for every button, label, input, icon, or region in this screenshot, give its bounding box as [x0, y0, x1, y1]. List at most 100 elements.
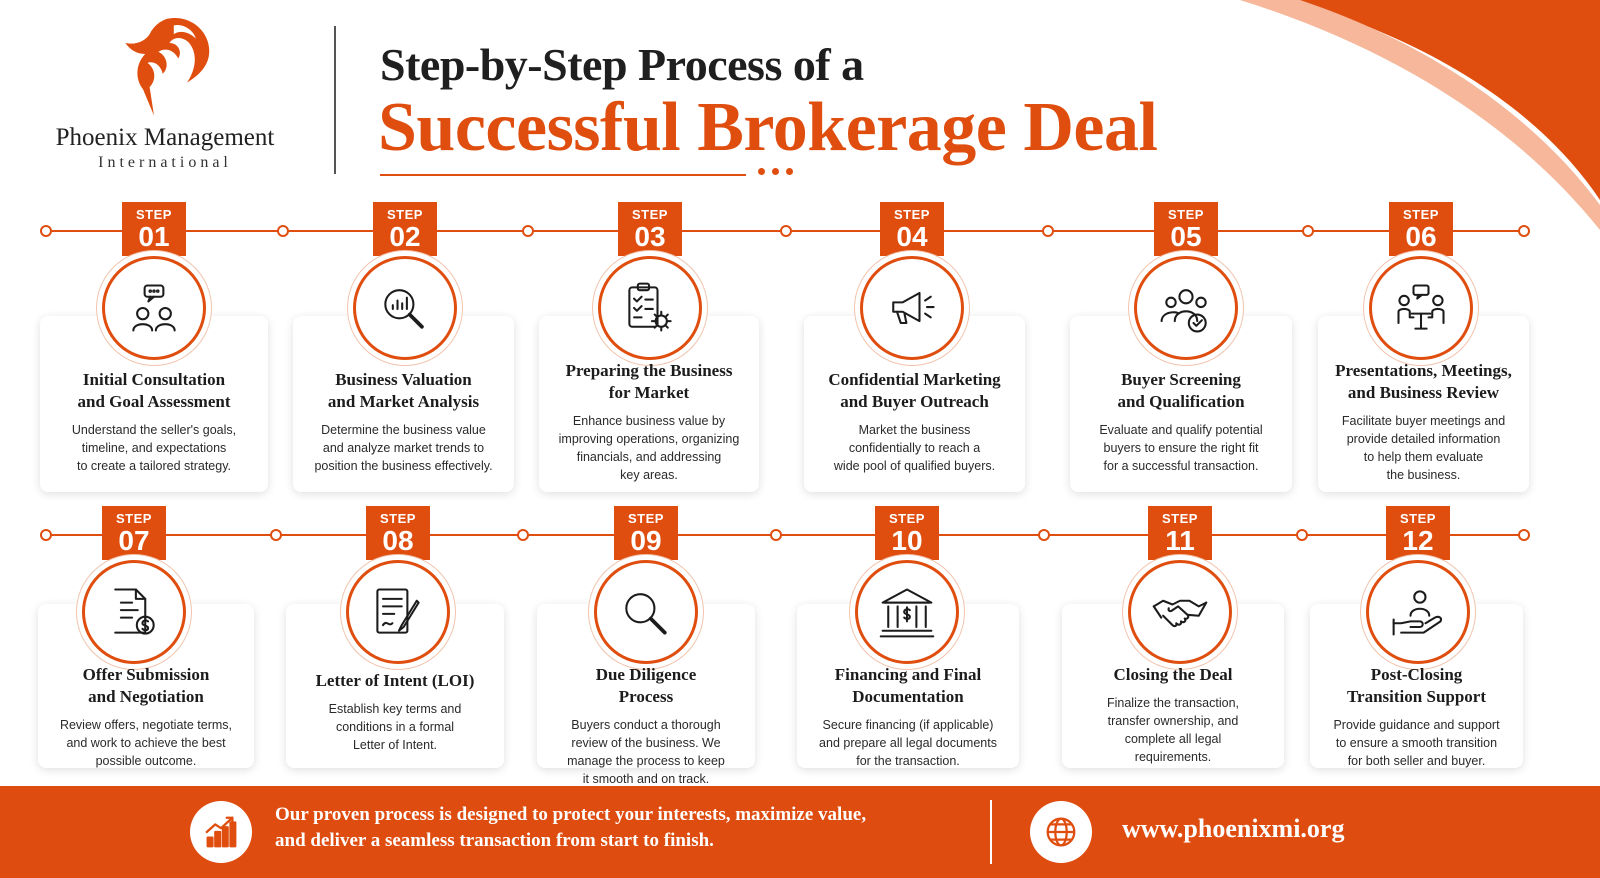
step-badge-number: 06 [1405, 221, 1437, 252]
step-title: Offer Submission and Negotiation [82, 665, 210, 706]
step-text: Confidential Marketing and Buyer Outreac… [804, 369, 1025, 475]
step-badge-label: STEP [1403, 207, 1439, 222]
footer-banner: Our proven process is designed to protec… [0, 786, 1600, 878]
globe-icon [1030, 801, 1092, 863]
step-description: Market the business confidentially to re… [833, 423, 996, 473]
step-description: Review offers, negotiate terms, and work… [59, 718, 233, 768]
step-description: Evaluate and qualify potential buyers to… [1099, 423, 1263, 473]
step-icon-circle [855, 560, 959, 664]
timeline-dot [270, 529, 282, 541]
title-line-2: Successful Brokerage Deal [378, 89, 1158, 166]
step-icon-circle [353, 256, 457, 360]
step-description: Facilitate buyer meetings and provide de… [1341, 414, 1506, 482]
footer-text: Our proven process is designed to protec… [275, 804, 867, 851]
step-icon-circle [598, 256, 702, 360]
step-badge-label: STEP [136, 207, 172, 222]
step-title: Financing and Final Documentation [834, 665, 982, 706]
step-description: Establish key terms and conditions in a … [328, 702, 462, 752]
letter-pen-icon [376, 588, 420, 634]
step-badge-label: STEP [1168, 207, 1204, 222]
timeline-dot [1518, 529, 1530, 541]
offer-document-icon [114, 588, 155, 635]
step-title: Preparing the Business for Market [565, 361, 733, 402]
header-divider [334, 26, 336, 174]
step-icon-circle [82, 560, 186, 664]
step-badge-label: STEP [380, 511, 416, 526]
timeline-dot [1042, 225, 1054, 237]
step-badge-label: STEP [116, 511, 152, 526]
support-hand-icon [1392, 590, 1442, 636]
timeline-dot [40, 225, 52, 237]
megaphone-icon [892, 291, 935, 325]
footer-divider [990, 800, 992, 864]
step-description: Determine the business value and analyze… [314, 423, 493, 473]
step-badge-label: STEP [387, 207, 423, 222]
step-title: Buyer Screening and Qualification [1117, 370, 1245, 411]
step-title: Post-Closing Transition Support [1346, 665, 1487, 706]
timeline-dot [277, 225, 289, 237]
step-badge-label: STEP [894, 207, 930, 222]
analysis-magnifier-icon [384, 289, 424, 329]
step-badge-label: STEP [628, 511, 664, 526]
step-badge-number: 01 [138, 221, 170, 252]
step-icon-circle [1134, 256, 1238, 360]
step-title: Initial Consultation and Goal Assessment [77, 370, 231, 411]
website-link[interactable]: www.phoenixmi.org [1122, 814, 1345, 843]
step-description: Finalize the transaction, transfer owner… [1106, 696, 1239, 764]
step-badge-number: 04 [896, 221, 928, 252]
title-dots [758, 168, 793, 175]
step-icon-circle [346, 560, 450, 664]
consultation-icon [132, 284, 176, 332]
logo: Phoenix Management International [30, 10, 300, 175]
step-text: Letter of Intent (LOI) Establish key term… [286, 670, 504, 754]
meeting-icon [1397, 284, 1445, 330]
timeline-dot [770, 529, 782, 541]
step-badge-number: 05 [1170, 221, 1202, 252]
timeline-row-2 [40, 529, 1530, 541]
bank-icon [879, 588, 935, 638]
step-title: Closing the Deal [1113, 665, 1233, 684]
magnifier-icon [625, 593, 667, 635]
step-title: Due Diligence Process [595, 665, 697, 706]
step-icon-circle [1366, 560, 1470, 664]
step-title: Presentations, Meetings, and Business Re… [1335, 361, 1512, 402]
step-badge-number: 03 [634, 221, 666, 252]
timeline-row-1 [40, 225, 1530, 237]
step-icon-circle [1369, 256, 1473, 360]
step-icon-circle [102, 256, 206, 360]
step-badge-number: 11 [1165, 525, 1195, 556]
step-text: Presentations, Meetings, and Business Re… [1318, 360, 1529, 484]
timeline-dot [1296, 529, 1308, 541]
timeline-dot [522, 225, 534, 237]
step-icon-circle [860, 256, 964, 360]
step-description: Provide guidance and support to ensure a… [1333, 718, 1500, 768]
step-badge-number: 12 [1402, 525, 1434, 556]
timeline-dot [517, 529, 529, 541]
phoenix-logo-icon [125, 17, 210, 116]
brand-subtitle: International [98, 154, 232, 171]
timeline-dot [40, 529, 52, 541]
buyer-group-check-icon [1160, 289, 1207, 333]
step-badge-number: 08 [382, 525, 414, 556]
growth-chart-icon [190, 801, 252, 863]
corner-swoosh [1290, 0, 1600, 200]
step-title: Letter of Intent (LOI) [315, 671, 475, 690]
